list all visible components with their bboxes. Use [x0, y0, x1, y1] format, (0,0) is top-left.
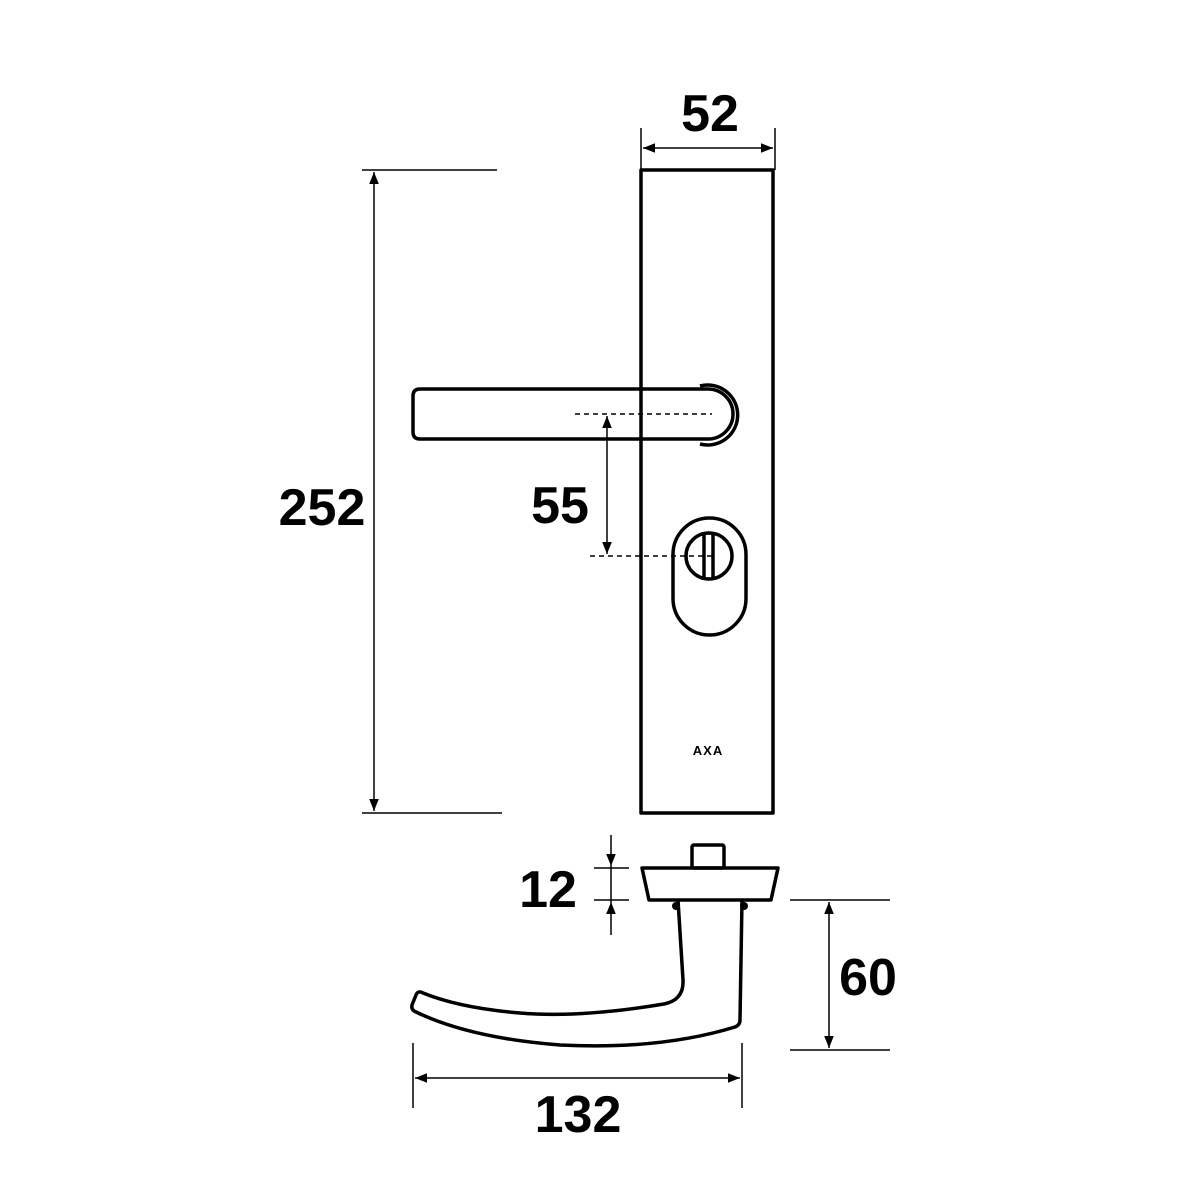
- height-dimension-label: 252: [279, 479, 366, 537]
- projection-dimension-label: 60: [839, 949, 897, 1007]
- center-distance-label: 55: [531, 477, 589, 535]
- lever-front: [411, 387, 735, 441]
- spindle: [690, 843, 726, 870]
- backplate: [639, 168, 775, 815]
- width-dimension-label: 52: [681, 85, 739, 143]
- lever-side: [410, 899, 744, 1048]
- rose-thickness-label: 12: [519, 861, 577, 919]
- lever-ring: [699, 383, 740, 447]
- brand-logo: AXA: [693, 743, 723, 758]
- length-dimension-label: 132: [535, 1086, 622, 1144]
- rose: [640, 866, 780, 902]
- thumbturn: [684, 531, 734, 581]
- cylinder-escutcheon: [671, 516, 748, 637]
